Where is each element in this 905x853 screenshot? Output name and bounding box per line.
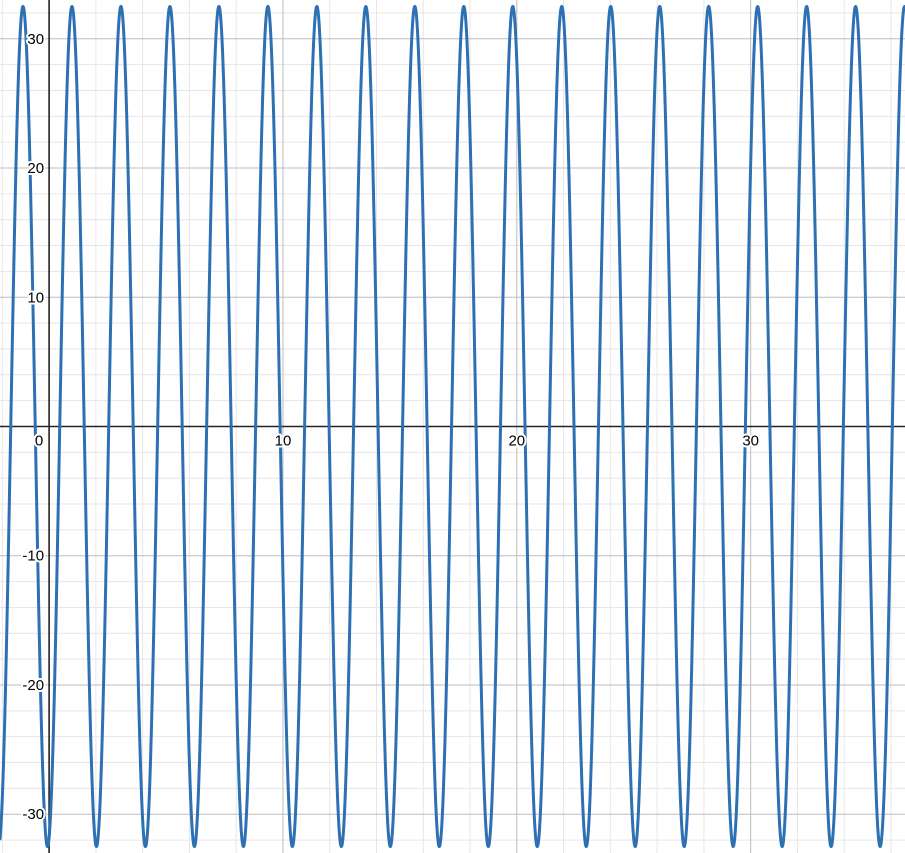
series-line-0 — [0, 4, 905, 849]
y-tick-label: 10 — [27, 289, 44, 306]
x-tick-label: 30 — [742, 433, 759, 450]
x-tick-label: 20 — [508, 433, 525, 450]
y-tick-label: 30 — [27, 31, 44, 48]
y-tick-label: -20 — [22, 677, 44, 694]
curves — [0, 4, 905, 849]
y-tick-label: 20 — [27, 160, 44, 177]
x-tick-label: 10 — [275, 433, 292, 450]
x-tick-label: 0 — [35, 433, 43, 450]
tick-labels: 0 10 20 30 -30 -20 -10 10 20 30 — [20, 29, 761, 825]
y-tick-label: -30 — [22, 806, 44, 823]
y-tick-label: -10 — [22, 548, 44, 565]
